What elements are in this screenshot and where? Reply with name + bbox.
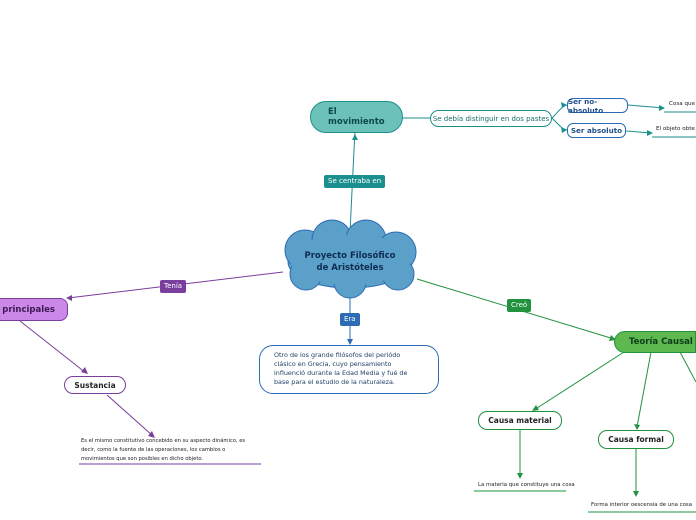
arrowhead xyxy=(517,473,523,479)
edge-label-era: Era xyxy=(340,313,360,326)
cloud-shape[interactable] xyxy=(284,219,417,299)
sustancia-note: Es el mismo constitutivo concebido en su… xyxy=(81,437,263,464)
distinguir-node[interactable]: Se debía distinguir en dos pastes xyxy=(430,110,552,127)
arrowhead xyxy=(532,405,539,411)
movimiento-node[interactable]: El movimiento xyxy=(310,101,403,133)
ser-no-absoluto-label: Ser no-absoluto xyxy=(568,96,604,115)
arrowhead xyxy=(81,367,88,374)
edge-label-se-centraba: Se centraba en xyxy=(324,175,386,188)
edge-no-absoluto-note xyxy=(627,104,665,109)
era-line2: clásico en Grecia, cuyo pensamiento xyxy=(274,360,392,368)
movimiento-line1: El xyxy=(328,107,337,117)
arrowhead xyxy=(647,130,653,136)
causa-material-note: La materia que constituye una cosa xyxy=(478,482,575,488)
ser-absoluto-label: Ser absoluto xyxy=(570,126,623,135)
arrowhead xyxy=(634,424,640,430)
ser-absoluto-note: El objeto obte xyxy=(656,126,695,132)
sustancia-label: Sustancia xyxy=(74,380,116,390)
teoria-causal-label: Teoría Causal xyxy=(629,337,693,347)
sustancia-note-line1: Es el mismo constitutivo concebido en su… xyxy=(81,438,246,444)
edge-sustancia-note xyxy=(106,394,154,437)
principales-node[interactable]: ios principales xyxy=(0,298,68,321)
arrowhead xyxy=(352,134,358,140)
sustancia-node[interactable]: Sustancia xyxy=(64,376,126,394)
ser-no-absoluto-node[interactable]: Ser no-absoluto xyxy=(567,96,628,115)
era-line3: influenció durante la Edad Media y fué d… xyxy=(274,369,408,377)
arrowhead xyxy=(66,295,72,301)
sustancia-note-line3: movimientos que son posibles en dicho ob… xyxy=(81,456,204,462)
arrowhead xyxy=(659,105,665,111)
edge-label-creo: Creó xyxy=(507,299,532,312)
era-line1: Otro de los grande filósofos del periódo xyxy=(274,351,401,359)
edge-causal-offscreen xyxy=(679,351,696,383)
edge-causal-formal xyxy=(636,351,652,428)
edge-principales-sustancia xyxy=(19,320,87,374)
causa-formal-node[interactable]: Causa formal xyxy=(598,430,674,449)
arrowhead xyxy=(148,431,155,438)
arrowhead xyxy=(347,339,353,345)
edge-distinguir-absoluto xyxy=(551,117,568,131)
principales-label: ios principales xyxy=(0,304,55,315)
causa-material-node[interactable]: Causa material xyxy=(478,411,562,430)
arrowhead xyxy=(633,491,639,497)
distinguir-label: Se debía distinguir en dos pastes xyxy=(432,114,550,123)
era-line4: base para el estudio de la naturaleza. xyxy=(274,378,395,386)
central-topic-line1: Proyecto Filosófico xyxy=(304,251,396,261)
central-topic-line2: de Aristóteles xyxy=(316,263,384,273)
causa-formal-note: Forma interior oescensia de una cosa xyxy=(591,502,693,508)
causa-formal-label: Causa formal xyxy=(608,435,664,444)
teoria-causal-node[interactable]: Teoría Causal xyxy=(614,331,696,353)
edge-causal-material xyxy=(533,351,625,411)
era-description-node[interactable]: Otro de los grande filósofos del periódo… xyxy=(259,345,439,394)
central-topic-label: Proyecto Filosófico de Aristóteles xyxy=(300,250,400,274)
arrowhead xyxy=(561,102,567,108)
ser-no-absoluto-note: Cosa que xyxy=(669,101,695,107)
edge-label-tenia: Tenía xyxy=(160,280,187,293)
edge-distinguir-no-absoluto xyxy=(551,104,568,119)
ser-absoluto-node[interactable]: Ser absoluto xyxy=(567,123,626,138)
arrowhead xyxy=(561,127,567,133)
sustancia-note-line2: decir, como la fuente de las operaciones… xyxy=(81,447,226,453)
causa-material-label: Causa material xyxy=(488,416,552,425)
movimiento-line2: movimiento xyxy=(328,117,385,127)
